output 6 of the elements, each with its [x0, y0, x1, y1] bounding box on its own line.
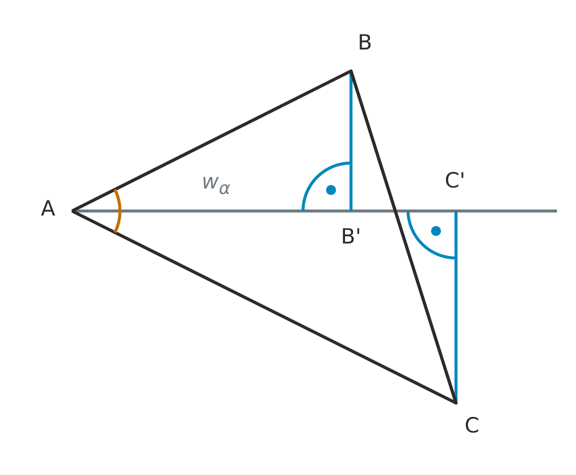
- point-label: C: [464, 416, 480, 436]
- point-label: B: [358, 32, 372, 54]
- point-label: A: [40, 198, 56, 220]
- segment-label: w$_{α}$: [202, 172, 230, 198]
- point-label: B': [340, 226, 362, 248]
- point-label: C': [444, 170, 466, 192]
